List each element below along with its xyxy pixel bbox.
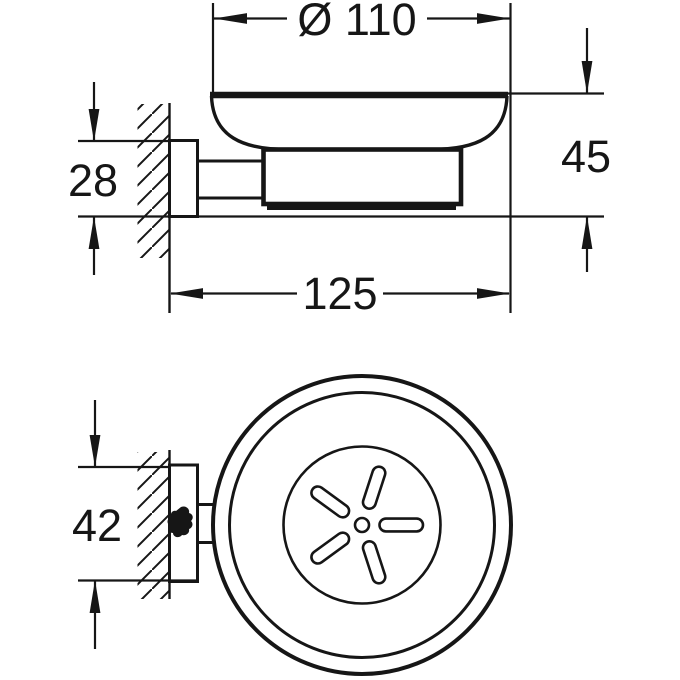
drain-slot — [361, 465, 387, 510]
drain-slot — [361, 540, 387, 585]
dim-height: 45 — [506, 28, 611, 272]
arrowhead-up — [88, 216, 100, 249]
arrowhead-left — [170, 288, 203, 299]
arrowhead-down — [88, 109, 100, 142]
soap-dish-bowl — [209, 95, 509, 152]
drain-slot — [378, 517, 425, 533]
drain-slot — [310, 485, 351, 519]
drain-slots — [310, 465, 425, 585]
plan-view: 42 — [72, 374, 513, 676]
drain-slot — [310, 531, 351, 565]
arrowhead-down — [89, 435, 101, 467]
dim-depth-label: 125 — [302, 268, 377, 319]
dish-well-circle — [282, 445, 442, 605]
dim-height-label: 45 — [561, 131, 611, 182]
dim-plate-height: 42 — [72, 400, 197, 649]
arrowhead-left — [214, 13, 247, 24]
wall-hatching — [137, 452, 169, 599]
dim-diameter: Ø 110 — [211, 0, 512, 313]
dim-depth: 125 — [170, 268, 510, 319]
dim-bracket-height: 28 — [68, 82, 169, 275]
dish-rim-circle — [228, 391, 496, 659]
dim-bracket-height-label: 28 — [68, 155, 118, 206]
wall-hatching — [137, 104, 169, 258]
dish-outer-circle — [211, 374, 513, 676]
arrowhead-up — [581, 216, 593, 249]
arrowhead-right — [477, 288, 510, 299]
side-view: Ø 110 45 28 125 — [68, 0, 611, 319]
dim-diameter-label: Ø 110 — [297, 0, 416, 45]
arrowhead-down — [581, 61, 593, 94]
arrowhead-up — [89, 580, 101, 613]
holder-ring — [261, 147, 464, 207]
brand-mark — [167, 506, 193, 538]
center-hole — [353, 516, 371, 534]
arrowhead-right — [477, 13, 510, 24]
mounting-bracket — [168, 139, 199, 218]
dim-plate-height-label: 42 — [72, 500, 122, 551]
